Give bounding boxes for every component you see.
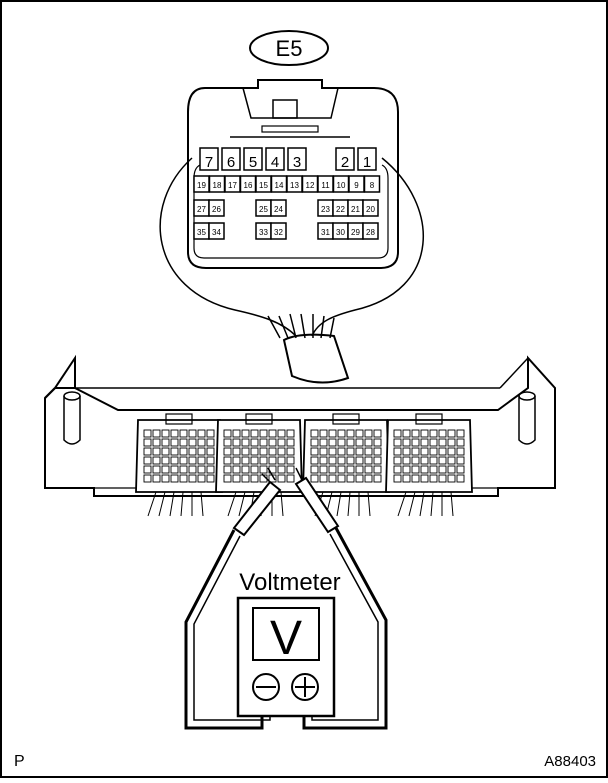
pin-label: 2 xyxy=(341,154,349,171)
pin-34: 34 xyxy=(208,222,225,240)
positive-terminal xyxy=(291,673,319,701)
pin-21: 21 xyxy=(347,199,364,217)
pin-9: 9 xyxy=(348,175,365,193)
voltmeter xyxy=(236,596,336,718)
voltmeter-display xyxy=(252,607,320,661)
negative-terminal xyxy=(252,673,280,701)
pin-16: 16 xyxy=(239,175,257,193)
pin-13: 13 xyxy=(286,175,303,193)
pin-33: 33 xyxy=(255,222,272,240)
figure-code: A88403 xyxy=(544,753,596,770)
test-leads xyxy=(184,467,388,730)
lead-left xyxy=(184,529,264,730)
lead-right xyxy=(302,527,388,730)
pin-label: 8 xyxy=(370,181,375,190)
pin-30: 30 xyxy=(332,222,349,240)
connector-body xyxy=(187,79,399,269)
pin-label: 9 xyxy=(354,181,359,190)
pin-7: 7 xyxy=(199,147,219,171)
pin-label: 11 xyxy=(321,181,330,190)
pin-label: 29 xyxy=(351,228,360,237)
pin-label: 12 xyxy=(306,181,315,190)
pin-label: 5 xyxy=(249,154,257,171)
pin-label: 32 xyxy=(274,228,283,237)
pin-label: 27 xyxy=(197,205,206,214)
connector-label: E5 xyxy=(276,36,303,61)
pin-label: 33 xyxy=(259,228,268,237)
pin-11: 11 xyxy=(317,175,334,193)
probe-right xyxy=(295,467,303,481)
pin-label: 18 xyxy=(213,181,222,190)
pin-5: 5 xyxy=(243,147,263,171)
pin-23: 23 xyxy=(317,199,334,217)
pin-35: 35 xyxy=(193,222,210,240)
pin-25: 25 xyxy=(255,199,272,217)
ecu-socket-group xyxy=(135,413,473,517)
pin-19: 19 xyxy=(193,175,210,193)
ecu-socket xyxy=(385,413,473,517)
corner-label: P xyxy=(14,753,25,770)
pin-label: 31 xyxy=(321,228,330,237)
pin-1: 1 xyxy=(357,147,377,171)
pin-label: 24 xyxy=(274,205,283,214)
pin-3: 3 xyxy=(287,147,307,171)
pin-10: 10 xyxy=(332,175,350,193)
pin-label: 4 xyxy=(271,154,279,171)
pin-label: 3 xyxy=(293,154,301,171)
ecu-socket xyxy=(302,413,390,517)
pin-26: 26 xyxy=(208,199,225,217)
pin-15: 15 xyxy=(255,175,272,193)
pin-12: 12 xyxy=(301,175,319,193)
pin-label: 22 xyxy=(336,205,345,214)
connector-label-oval xyxy=(249,30,329,66)
pin-28: 28 xyxy=(362,222,379,240)
pin-label: 21 xyxy=(351,205,360,214)
pin-label: 10 xyxy=(337,181,346,190)
pin-24: 24 xyxy=(270,199,287,217)
pin-label: 17 xyxy=(228,181,237,190)
pin-label: 6 xyxy=(227,154,235,171)
pin-label: 16 xyxy=(244,181,253,190)
pin-14: 14 xyxy=(270,175,288,193)
pin-label: 7 xyxy=(205,154,213,171)
ecu-socket xyxy=(135,413,223,517)
pin-17: 17 xyxy=(224,175,241,193)
pin-label: 28 xyxy=(366,228,375,237)
pin-20: 20 xyxy=(362,199,379,217)
pin-label: 13 xyxy=(290,181,299,190)
voltmeter-symbol: V xyxy=(270,612,302,665)
pin-4: 4 xyxy=(265,147,285,171)
pin-label: 23 xyxy=(321,205,330,214)
pin-18: 18 xyxy=(208,175,226,193)
voltmeter-label: Voltmeter xyxy=(239,569,340,596)
pin-31: 31 xyxy=(317,222,334,240)
pin-label: 34 xyxy=(212,228,221,237)
pin-label: 35 xyxy=(197,228,206,237)
wire-harness xyxy=(159,157,424,384)
pin-22: 22 xyxy=(332,199,349,217)
pin-2: 2 xyxy=(335,147,355,171)
latch-tab xyxy=(272,99,298,119)
pin-label: 1 xyxy=(363,154,371,171)
pin-6: 6 xyxy=(221,147,241,171)
pin-29: 29 xyxy=(347,222,364,240)
pin-label: 26 xyxy=(212,205,221,214)
pin-8: 8 xyxy=(363,175,381,193)
pin-label: 14 xyxy=(275,181,284,190)
pin-27: 27 xyxy=(193,199,210,217)
pin-label: 25 xyxy=(259,205,268,214)
pin-label: 30 xyxy=(336,228,345,237)
pin-label: 15 xyxy=(259,181,268,190)
connector-e5 xyxy=(187,30,399,269)
pin-label: 20 xyxy=(366,205,375,214)
pin-label: 19 xyxy=(197,181,206,190)
pin-32: 32 xyxy=(270,222,287,240)
